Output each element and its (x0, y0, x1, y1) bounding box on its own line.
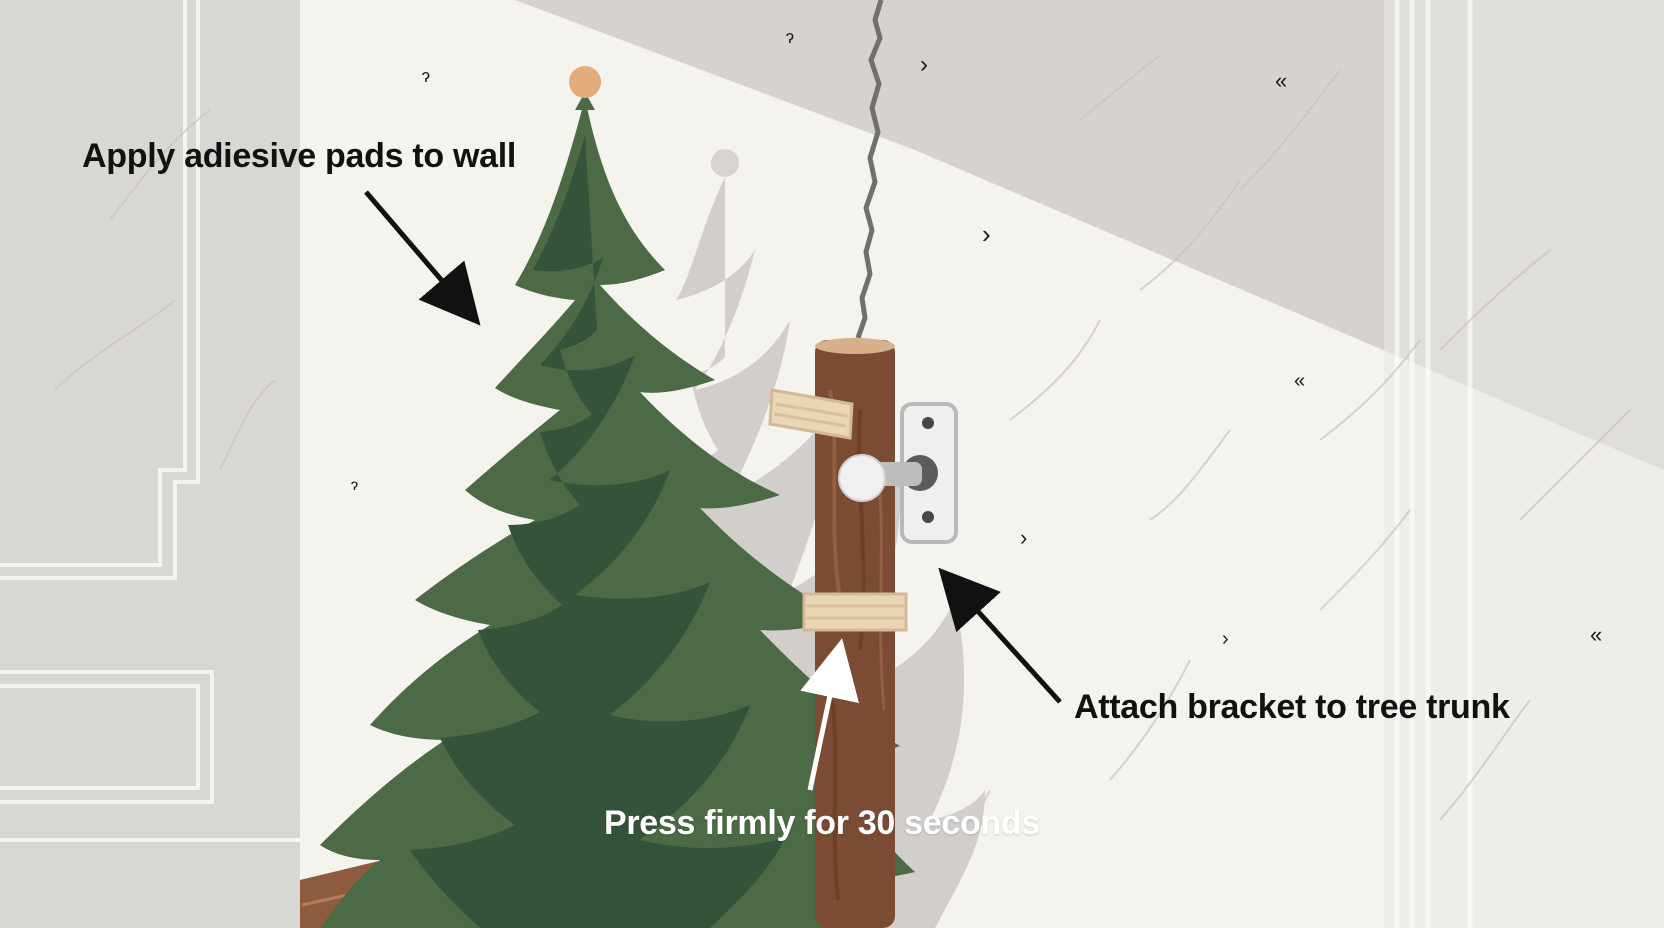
right-wall-trim (1394, 0, 1473, 928)
svg-text:ɂ: ɂ (351, 477, 358, 494)
bracket-screw-top-icon (922, 417, 934, 429)
tree-tip (575, 92, 595, 110)
svg-text:«: « (1590, 622, 1602, 647)
shadow-topper-icon (711, 149, 739, 177)
christmas-tree (320, 66, 915, 928)
press-firmly-arrow-icon (800, 638, 860, 791)
svg-text:«: « (1294, 370, 1305, 392)
left-wall (0, 0, 300, 928)
trunk-top (815, 338, 895, 354)
apply-pads-arrow-icon (364, 190, 481, 326)
svg-text:ɂ: ɂ (786, 27, 794, 47)
attach-bracket-label: Attach bracket to tree trunk (1074, 688, 1510, 726)
adhesive-pad-lower (802, 592, 908, 632)
press-firmly-label: Press firmly for 30 seconds (604, 804, 1040, 842)
svg-text:›: › (1020, 525, 1027, 550)
svg-text:ɂ: ɂ (422, 66, 430, 86)
tree-topper-icon (569, 66, 601, 98)
wall-bracket-icon (838, 402, 958, 544)
bracket-knob (838, 454, 886, 502)
svg-text:›: › (982, 219, 991, 249)
right-wall-panel (1384, 0, 1664, 928)
wall-flecks: ɂ ɂ › › › › ɂ « « « (351, 27, 1602, 650)
adhesive-pad-upper (768, 388, 854, 440)
tree-inner-shading (410, 135, 785, 928)
svg-text:«: « (1275, 68, 1287, 93)
bracket-screw-bottom-icon (922, 511, 934, 523)
apply-pads-label: Apply adiesive pads to wall (82, 137, 517, 175)
wall-crack (855, 0, 884, 339)
attach-bracket-arrow-icon (938, 567, 1062, 704)
svg-text:›: › (920, 51, 928, 78)
svg-text:›: › (1222, 628, 1229, 650)
left-wall-molding (0, 0, 336, 842)
ceiling-shadow (515, 0, 1664, 470)
